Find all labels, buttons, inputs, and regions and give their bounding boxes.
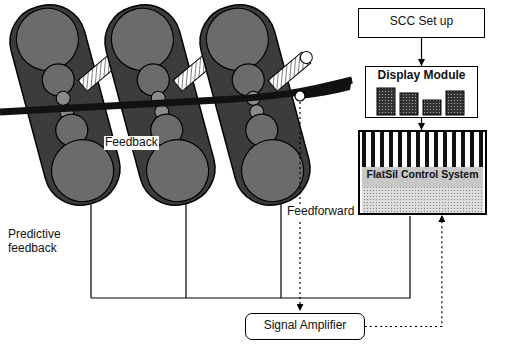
feedback-bus-line — [91, 204, 410, 298]
rolling-stand — [192, 0, 349, 213]
signal-arrow — [421, 118, 422, 130]
control-panel-band — [362, 167, 483, 187]
signal-arrow — [421, 38, 422, 66]
setup-box: SCC Set up — [358, 8, 485, 38]
sensor — [295, 91, 305, 101]
box-label: Signal Amplifier — [262, 319, 349, 333]
amplifier-box: Signal Amplifier — [245, 313, 365, 340]
signal-label: Feedforward — [286, 205, 355, 219]
strip — [0, 80, 352, 112]
display-bar — [400, 93, 418, 115]
box-label: Display Module — [375, 69, 467, 83]
control-panel-stripes — [362, 132, 483, 167]
signal-label: Feedback — [104, 136, 159, 150]
signal-label: Predictive feedback — [7, 228, 83, 256]
signal-arrow — [365, 215, 442, 327]
box-label: FlatSil Control System — [364, 168, 480, 180]
display-bar — [377, 88, 395, 115]
control-system-box: FlatSil Control System — [358, 130, 487, 215]
display-box: Display Module — [365, 66, 478, 118]
box-label: SCC Set up — [388, 15, 455, 29]
control-panel-base — [362, 187, 483, 213]
display-bar — [423, 100, 441, 115]
strip-tail — [300, 78, 352, 99]
display-bar — [446, 91, 464, 115]
